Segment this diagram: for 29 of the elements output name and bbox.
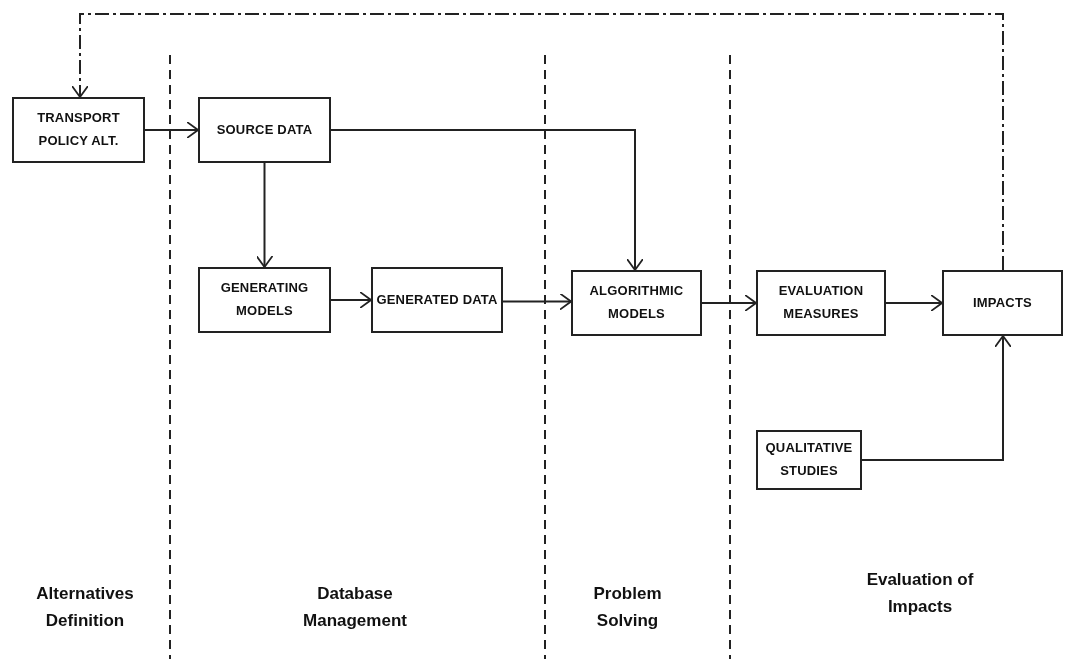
process-box [198, 267, 331, 333]
column-heading: Problem Solving [592, 583, 663, 633]
column-heading: Database Management [302, 583, 408, 633]
arrow [330, 129, 644, 271]
box-label: EVALUATION MEASURES [777, 282, 865, 323]
column-heading: Alternatives Definition [35, 583, 135, 633]
box-label: IMPACTS [973, 293, 1032, 312]
box-label: GENERATED DATA [376, 290, 498, 309]
process-box [756, 270, 886, 336]
process-box [198, 97, 331, 163]
box-label: GENERATING MODELS [219, 279, 310, 320]
arrow [502, 292, 572, 311]
arrow [330, 291, 372, 309]
process-box [12, 97, 145, 163]
process-box [756, 430, 862, 490]
process-box [942, 270, 1063, 336]
arrow [255, 162, 274, 268]
box-label: TRANSPORT POLICY ALT. [36, 109, 121, 150]
box-label: SOURCE DATA [216, 120, 313, 139]
arrow [861, 335, 1012, 461]
column-heading: Evaluation of Impacts [865, 569, 975, 619]
arrow [701, 294, 757, 312]
box-label: ALGORITHMIC MODELS [588, 282, 685, 323]
arrow [71, 13, 1004, 271]
process-box [371, 267, 503, 333]
box-label: QUALITATIVE STUDIES [764, 439, 854, 480]
arrow [885, 294, 943, 312]
process-box [571, 270, 702, 336]
arrow [144, 121, 199, 139]
